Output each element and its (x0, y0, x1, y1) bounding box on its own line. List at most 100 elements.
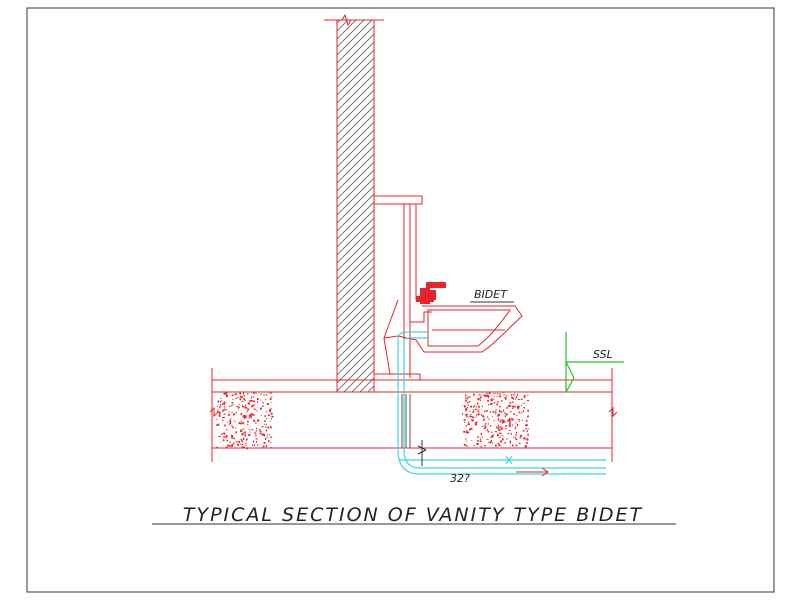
concrete-speckle (474, 423, 477, 426)
concrete-speckle (223, 402, 226, 405)
concrete-speckle (242, 406, 244, 408)
concrete-speckle (256, 409, 258, 412)
concrete-speckle (465, 414, 468, 417)
concrete-speckle (479, 397, 482, 399)
concrete-speckle (501, 427, 503, 429)
concrete-speckle (493, 402, 496, 404)
concrete-speckle (243, 423, 245, 425)
concrete-speckle (482, 405, 483, 408)
concrete-speckle (252, 440, 254, 442)
concrete-speckle (522, 410, 524, 413)
concrete-speckle (509, 405, 511, 407)
concrete-speckle (503, 394, 505, 396)
concrete-speckle (240, 395, 241, 398)
concrete-speckle (504, 396, 507, 399)
concrete-speckle (220, 404, 221, 406)
drawing-title: TYPICAL SECTION OF VANITY TYPE BIDET (183, 504, 643, 526)
concrete-speckle (486, 393, 489, 395)
concrete-speckle (466, 440, 468, 442)
concrete-speckle (510, 418, 513, 420)
concrete-speckle (499, 411, 502, 413)
concrete-speckle (238, 407, 240, 410)
concrete-speckle (240, 443, 242, 445)
concrete-speckle (270, 436, 273, 438)
concrete-speckle (496, 396, 498, 398)
concrete-speckle (252, 400, 255, 402)
concrete-speckle (249, 414, 252, 417)
concrete-speckle (229, 405, 231, 407)
concrete-speckle (483, 416, 485, 418)
concrete-speckle (467, 404, 469, 407)
water-supply-pipe (397, 331, 606, 475)
concrete-speckle (262, 433, 265, 436)
concrete-speckle (498, 444, 500, 446)
concrete-speckle (514, 436, 516, 439)
concrete-speckle (259, 429, 261, 431)
concrete-speckle (231, 402, 234, 404)
concrete-speckle (252, 444, 253, 447)
concrete-speckle (527, 438, 529, 441)
concrete-speckle (235, 397, 237, 399)
concrete-speckle (472, 411, 474, 413)
concrete-speckle (466, 407, 468, 408)
concrete-speckle (221, 403, 224, 405)
concrete-speckle (470, 427, 473, 430)
concrete-speckle (260, 399, 262, 401)
concrete-speckle (527, 416, 529, 418)
concrete-speckle (524, 394, 526, 397)
concrete-speckle (496, 426, 498, 428)
concrete-speckle (477, 413, 480, 416)
concrete-speckle (517, 407, 520, 410)
concrete-speckle (465, 444, 467, 446)
concrete-speckle (265, 399, 267, 401)
concrete-speckle (229, 422, 232, 424)
concrete-speckle (522, 430, 525, 432)
concrete-speckle (242, 422, 245, 423)
concrete-speckle (238, 407, 240, 408)
concrete-speckle (269, 410, 271, 413)
concrete-speckle (484, 394, 486, 397)
concrete-speckle (499, 405, 501, 408)
concrete-speckle (243, 415, 245, 418)
concrete-speckle (475, 421, 478, 423)
concrete-speckle (519, 420, 521, 422)
concrete-speckle (486, 429, 488, 431)
concrete-speckle (481, 415, 484, 417)
concrete-speckle (498, 437, 500, 439)
concrete-speckle (523, 437, 526, 440)
concrete-speckle (505, 398, 507, 401)
concrete-speckle (509, 402, 511, 405)
concrete-speckle (244, 399, 247, 401)
concrete-speckle (490, 440, 492, 443)
concrete-speckle (260, 393, 262, 395)
concrete-speckle (467, 396, 469, 398)
concrete-speckle (490, 398, 492, 401)
concrete-speckle (463, 443, 466, 446)
concrete-speckle (252, 404, 255, 406)
concrete-speckle (231, 424, 233, 427)
concrete-speckle (465, 394, 467, 397)
concrete-speckle (216, 405, 218, 407)
concrete-speckle (240, 396, 243, 398)
concrete-speckle (518, 442, 521, 444)
concrete-speckle (471, 419, 474, 422)
concrete-speckle (260, 430, 262, 433)
concrete-speckle (509, 440, 512, 442)
concrete-speckle (485, 423, 486, 425)
concrete-speckle (515, 426, 517, 429)
concrete-speckle (491, 435, 494, 438)
concrete-speckle (225, 392, 228, 395)
concrete-speckle (515, 422, 517, 424)
concrete-speckle (468, 396, 471, 398)
concrete-speckle (240, 413, 243, 416)
concrete-speckle (514, 406, 517, 408)
concrete-speckle (518, 411, 521, 413)
concrete-speckle (469, 415, 472, 417)
concrete-speckle (517, 424, 519, 427)
ssl-label: SSL (593, 348, 613, 361)
concrete-speckle (491, 431, 493, 433)
wall-break-symbol (341, 13, 352, 27)
concrete-speckle (512, 444, 514, 446)
concrete-speckle (475, 424, 478, 426)
concrete-speckle (471, 439, 473, 441)
